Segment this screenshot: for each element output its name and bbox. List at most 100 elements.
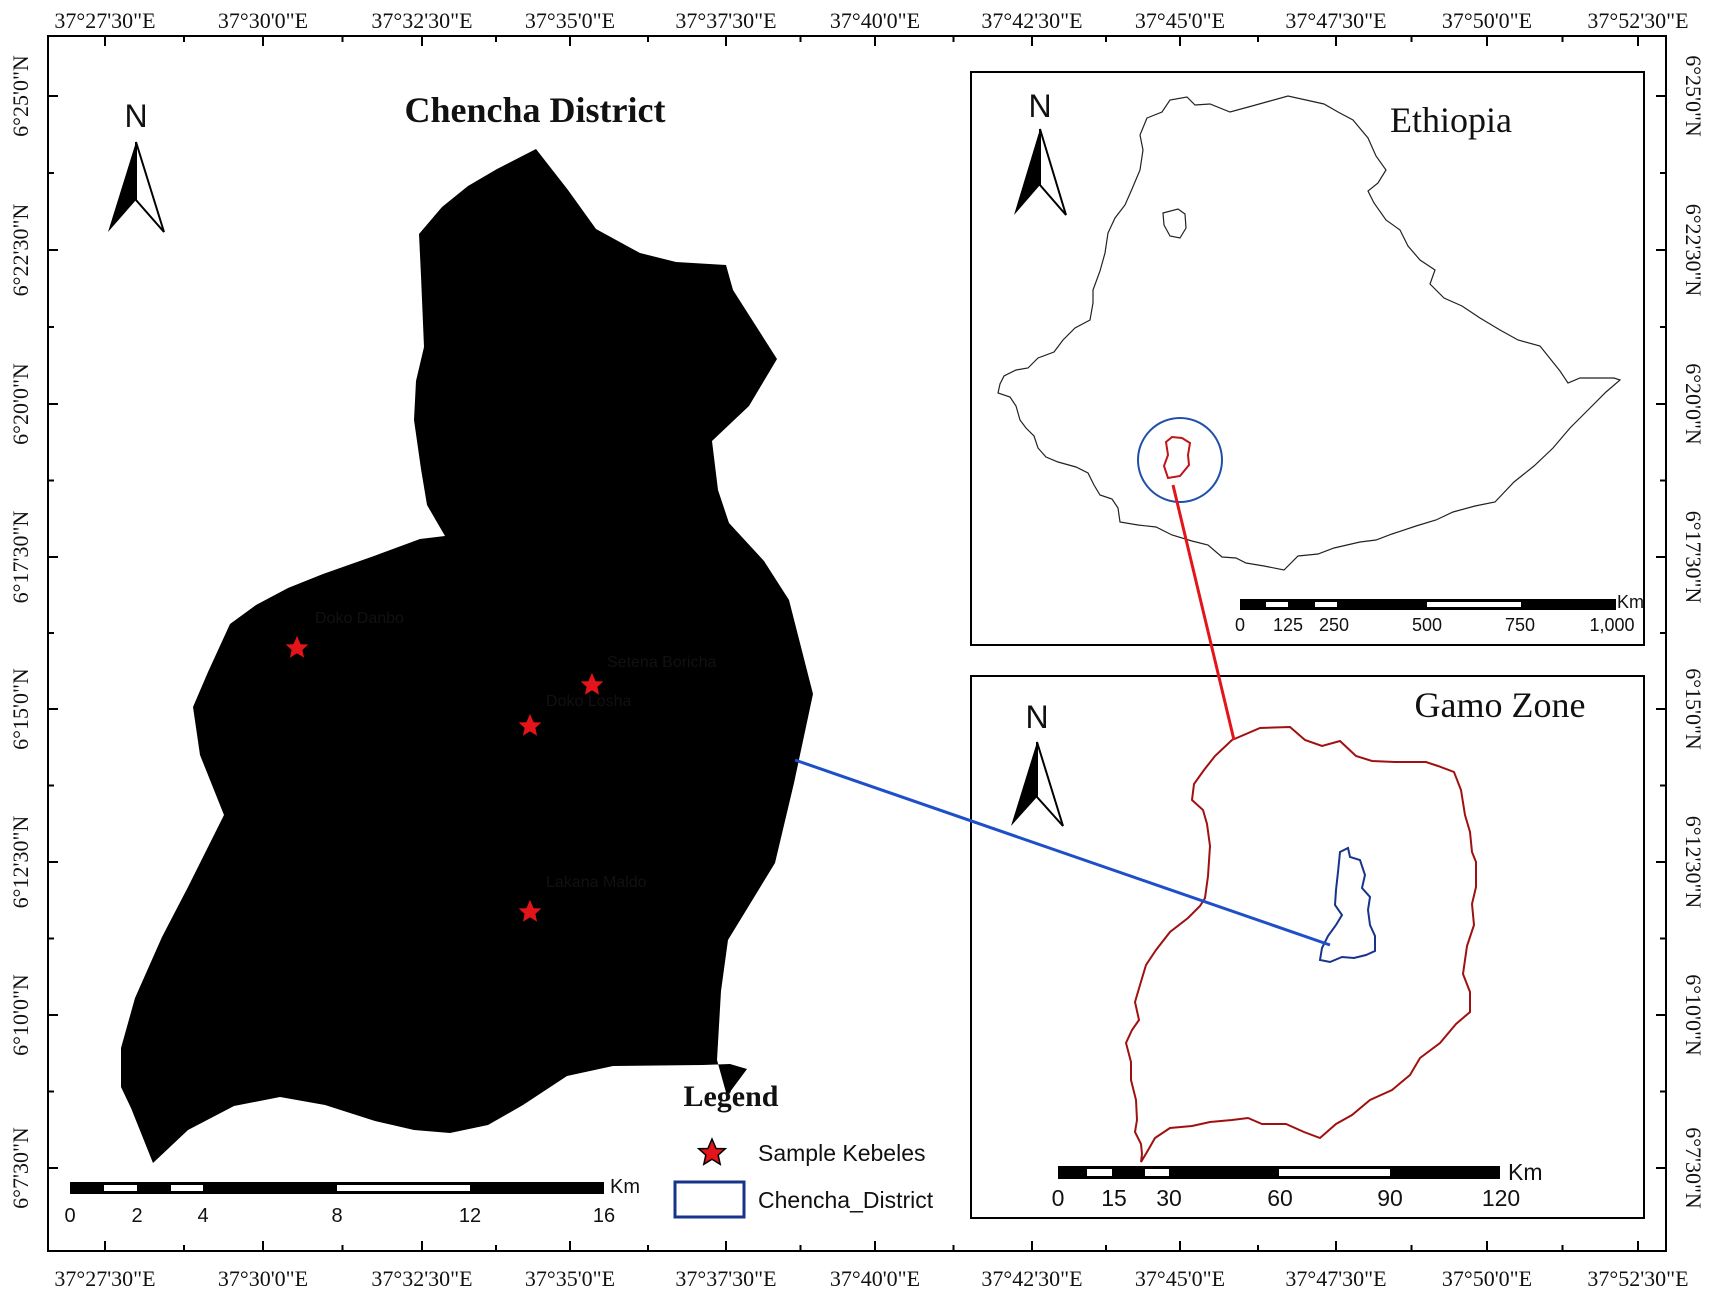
scale-label: 0 xyxy=(1052,1185,1065,1211)
north-arrow-letter: N xyxy=(1028,88,1051,124)
north-arrow-letter: N xyxy=(1025,699,1048,735)
scale-label: 0 xyxy=(1235,615,1245,635)
lon-label-bottom: 37°50'0"E xyxy=(1442,1266,1532,1291)
scale-label: 90 xyxy=(1377,1185,1403,1211)
lon-label-bottom: 37°45'0"E xyxy=(1135,1266,1225,1291)
north-arrow-icon xyxy=(1039,128,1067,216)
lon-label-top: 37°52'30"E xyxy=(1587,8,1688,33)
lat-label-right: 6°10'0"N xyxy=(1681,974,1706,1056)
lat-label-left: 6°12'30"N xyxy=(8,816,33,909)
north-arrow-icon xyxy=(1014,129,1040,215)
lat-label-left: 6°20'0"N xyxy=(8,363,33,445)
red-star-icon xyxy=(514,710,546,739)
kebele-label: Lakana Maldo xyxy=(546,874,647,891)
scale-label: 750 xyxy=(1505,615,1535,635)
legend-item-label: Chencha_District xyxy=(758,1187,934,1213)
map-title: Chencha District xyxy=(405,90,666,130)
connector-line-ethiopia xyxy=(1171,484,1236,741)
lat-label-right: 6°15'0"N xyxy=(1681,668,1706,750)
latitude-labels-right: 6°25'0"N 6°22'30"N 6°20'0"N 6°17'30"N 6°… xyxy=(1681,55,1706,1209)
map-frame xyxy=(47,35,1667,1252)
kebele-markers: Doko Danbo Setena Boricha Doko Losha Lak… xyxy=(281,610,717,925)
legend-item-label: Sample Kebeles xyxy=(758,1140,926,1166)
chencha-locator xyxy=(1318,846,1376,964)
ethiopia-outline xyxy=(997,95,1622,571)
scale-label: 15 xyxy=(1101,1185,1127,1211)
scale-label: 2 xyxy=(131,1205,142,1227)
north-arrow-main: N xyxy=(108,98,165,233)
scale-label: 125 xyxy=(1273,615,1303,635)
lat-label-left: 6°7'30"N xyxy=(8,1127,33,1209)
scale-label: 120 xyxy=(1482,1185,1520,1211)
lon-label-top: 37°35'0"E xyxy=(525,8,615,33)
frame-ticks xyxy=(48,36,1666,1251)
scale-bar-main: 0 2 4 8 12 16 Km xyxy=(64,1176,640,1227)
lat-label-right: 6°17'30"N xyxy=(1681,511,1706,604)
lon-label-top: 37°32'30"E xyxy=(371,8,472,33)
scale-label: 12 xyxy=(459,1205,481,1227)
scale-unit: Km xyxy=(610,1176,640,1198)
lon-label-bottom: 37°42'30"E xyxy=(981,1266,1082,1291)
scale-label: 16 xyxy=(593,1205,615,1227)
longitude-labels-top: 37°27'30"E 37°30'0"E 37°32'30"E 37°35'0"… xyxy=(54,8,1688,33)
locator-circle xyxy=(1137,417,1223,503)
latitude-labels-left: 6°25'0"N 6°22'30"N 6°20'0"N 6°17'30"N 6°… xyxy=(8,55,33,1209)
inset-title: Ethiopia xyxy=(1390,100,1512,140)
connector-line-chencha xyxy=(794,758,1331,947)
north-arrow-light-half xyxy=(135,141,165,233)
inset-frame xyxy=(970,71,1645,646)
lon-label-top: 37°50'0"E xyxy=(1442,8,1532,33)
lon-label-bottom: 37°37'30"E xyxy=(675,1266,776,1291)
kebele-marker[interactable]: Doko Losha xyxy=(514,693,632,739)
kebele-label: Doko Danbo xyxy=(315,610,404,627)
gamo-zone-locator xyxy=(1162,435,1192,480)
kebele-marker[interactable]: Setena Boricha xyxy=(576,654,717,698)
lon-label-bottom: 37°32'30"E xyxy=(371,1266,472,1291)
scale-label: 250 xyxy=(1319,615,1349,635)
inset-ethiopia: Ethiopia N 0 125 250 500 750 1,000 Km xyxy=(970,71,1645,646)
lat-label-left: 6°22'30"N xyxy=(8,204,33,297)
north-arrow-dark-half xyxy=(108,142,136,232)
longitude-labels-bottom: 37°27'30"E 37°30'0"E 37°32'30"E 37°35'0"… xyxy=(54,1266,1688,1291)
lon-label-top: 37°27'30"E xyxy=(54,8,155,33)
north-arrow-letter: N xyxy=(124,98,147,134)
lat-label-right: 6°25'0"N xyxy=(1681,55,1706,137)
lat-label-right: 6°7'30"N xyxy=(1681,1127,1706,1209)
red-star-icon xyxy=(576,669,608,698)
kebele-marker[interactable]: Doko Danbo xyxy=(281,610,404,661)
lat-label-left: 6°10'0"N xyxy=(8,974,33,1056)
north-arrow-icon xyxy=(1011,742,1037,826)
scale-label: 4 xyxy=(197,1205,208,1227)
inset-gamo-zone: Gamo Zone N 0 15 30 60 90 120 Km xyxy=(970,675,1645,1219)
lon-label-bottom: 37°27'30"E xyxy=(54,1266,155,1291)
lat-label-left: 6°15'0"N xyxy=(8,668,33,750)
lon-label-top: 37°45'0"E xyxy=(1135,8,1225,33)
legend-title: Legend xyxy=(683,1080,778,1113)
gamo-zone-outline xyxy=(1124,725,1477,1163)
legend-boundary-swatch xyxy=(673,1180,746,1219)
scale-label: 1,000 xyxy=(1589,615,1634,635)
scale-label: 8 xyxy=(331,1205,342,1227)
scale-unit: Km xyxy=(1508,1159,1543,1185)
lon-label-top: 37°37'30"E xyxy=(675,8,776,33)
inset-frame xyxy=(970,675,1645,1219)
lat-label-left: 6°25'0"N xyxy=(8,55,33,137)
kebele-label: Setena Boricha xyxy=(607,654,717,671)
lon-label-top: 37°40'0"E xyxy=(830,8,920,33)
chencha-district-boundary xyxy=(121,149,813,1163)
lon-label-top: 37°47'30"E xyxy=(1285,8,1386,33)
north-arrow-icon xyxy=(1036,741,1064,827)
lat-label-right: 6°22'30"N xyxy=(1681,204,1706,297)
kebele-marker[interactable]: Lakana Maldo xyxy=(514,874,647,925)
lon-label-bottom: 37°40'0"E xyxy=(830,1266,920,1291)
red-star-icon xyxy=(514,896,546,925)
kebele-label: Doko Losha xyxy=(546,693,631,710)
lon-label-bottom: 37°47'30"E xyxy=(1285,1266,1386,1291)
legend: Legend Sample Kebeles Chencha_District xyxy=(673,1080,934,1219)
lon-label-bottom: 37°35'0"E xyxy=(525,1266,615,1291)
lon-label-bottom: 37°30'0"E xyxy=(218,1266,308,1291)
lon-label-bottom: 37°52'30"E xyxy=(1587,1266,1688,1291)
scale-label: 0 xyxy=(64,1205,75,1227)
red-star-icon xyxy=(281,632,313,661)
lat-label-right: 6°12'30"N xyxy=(1681,816,1706,909)
